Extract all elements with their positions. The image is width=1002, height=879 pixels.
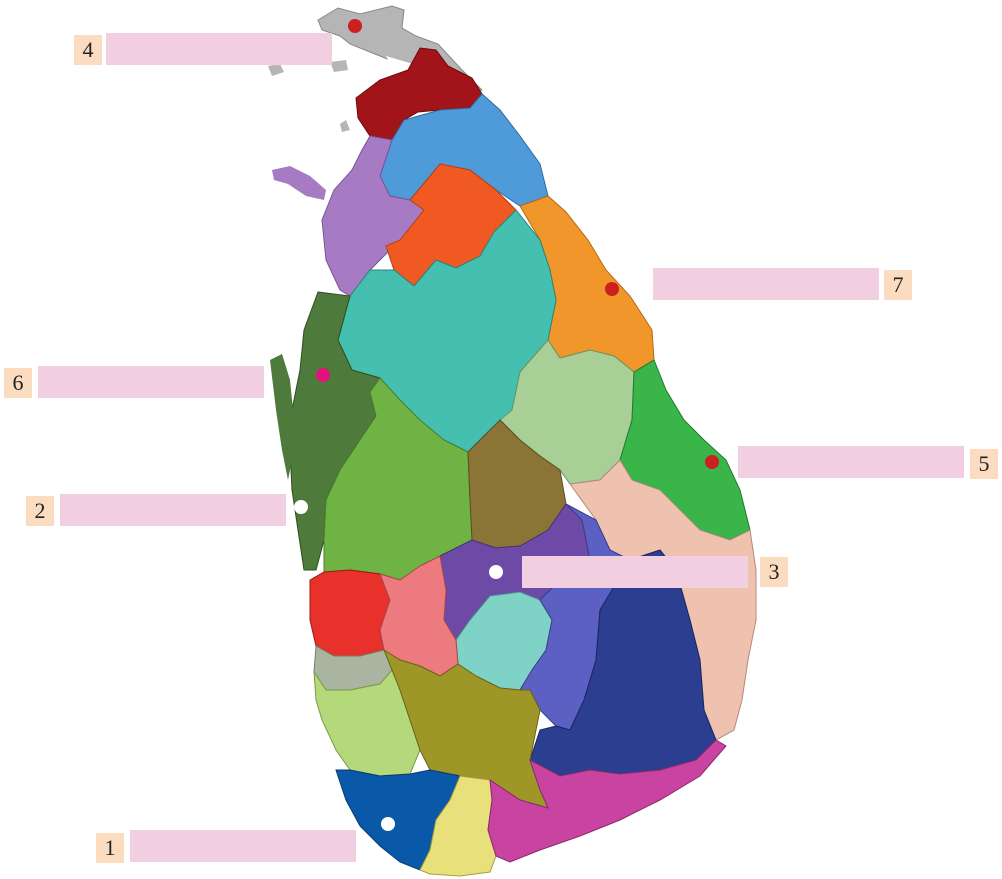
answer-box-7[interactable] xyxy=(653,268,879,300)
label-number-1: 1 xyxy=(96,833,124,863)
answer-box-3[interactable] xyxy=(522,556,748,588)
location-dot-1 xyxy=(381,817,395,831)
jaffna-islet xyxy=(268,64,284,76)
label-number-5: 5 xyxy=(970,449,998,479)
location-dot-2 xyxy=(294,500,308,514)
mannar-island xyxy=(272,166,326,200)
gampaha-region xyxy=(309,569,391,657)
label-number-6: 6 xyxy=(4,368,32,398)
location-dot-5 xyxy=(705,455,719,469)
answer-box-6[interactable] xyxy=(38,366,264,398)
label-number-2: 2 xyxy=(26,496,54,526)
answer-box-2[interactable] xyxy=(60,494,286,526)
label-number-7: 7 xyxy=(884,270,912,300)
answer-box-1[interactable] xyxy=(130,830,356,862)
answer-box-5[interactable] xyxy=(738,446,964,478)
answer-box-4[interactable] xyxy=(106,33,332,65)
label-number-4: 4 xyxy=(74,35,102,65)
location-dot-6 xyxy=(316,368,330,382)
label-number-3: 3 xyxy=(760,557,788,587)
location-dot-7 xyxy=(605,282,619,296)
puttalam-coast xyxy=(270,354,294,480)
jaffna-islet xyxy=(340,120,350,132)
location-dot-4 xyxy=(348,19,362,33)
jaffna-islet xyxy=(330,60,348,72)
location-dot-3 xyxy=(489,565,503,579)
hambantota-region xyxy=(487,739,727,863)
